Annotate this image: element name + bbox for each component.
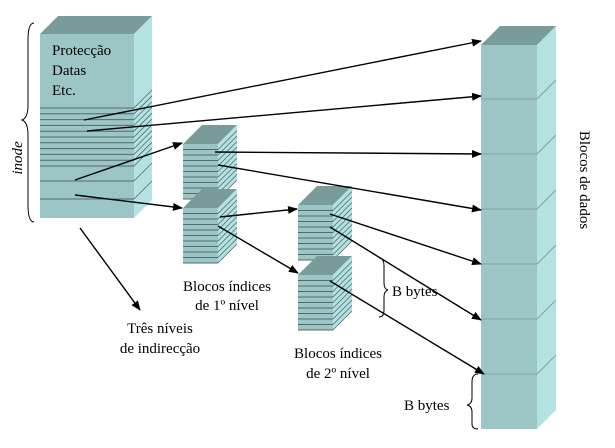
entry-side-line <box>217 238 238 258</box>
data-block-side-separator <box>536 244 557 265</box>
three-levels-label-2: de indirecção <box>120 341 200 357</box>
arrow-ib1b-to-ib2b <box>217 225 299 274</box>
entry-side-line <box>217 163 238 183</box>
entry-side-line <box>217 216 238 236</box>
entry-side-line <box>332 191 353 211</box>
entry-side-line <box>332 266 353 287</box>
inode-block <box>40 16 153 218</box>
entry-side-line <box>332 294 353 314</box>
inode-pointer-side-line <box>133 162 153 182</box>
b-bytes-brace-data <box>466 373 479 430</box>
first-level-label-1: Blocos índices <box>183 279 271 295</box>
b-bytes-data-label: B bytes <box>404 398 450 414</box>
inode-field-protection: Protecção <box>52 43 111 59</box>
inode-label: inode <box>10 141 26 175</box>
entry-side-line <box>332 305 353 325</box>
arrow-inode-to-ib1a <box>74 142 183 181</box>
inode-entry-side-line <box>133 89 153 109</box>
index-block-1a <box>183 125 238 200</box>
entry-side-line <box>217 152 238 172</box>
inode-entry-side-line <box>133 112 153 132</box>
data-block-side-separator <box>536 354 557 375</box>
inode-entry-side-line <box>133 136 153 155</box>
second-level-label-1: Blocos índices <box>294 346 382 362</box>
entry-side-line <box>217 227 238 247</box>
index-block-2a <box>298 186 353 261</box>
entry-side-line <box>217 157 238 178</box>
data-blocks-column <box>481 26 557 429</box>
index-block-1b <box>183 189 238 264</box>
entry-side-line <box>332 229 353 250</box>
block-top <box>183 125 237 144</box>
inode-entry-side-line <box>133 130 153 149</box>
inode-brace <box>20 22 35 223</box>
entry-side-line <box>332 196 353 217</box>
inode-entry-side-line <box>133 101 153 120</box>
data-block-side-separator <box>536 299 557 320</box>
arrow-ib1a-data-2 <box>217 164 482 213</box>
entry-side-line <box>217 141 238 161</box>
entry-side-line <box>332 277 353 298</box>
block-top <box>298 256 352 275</box>
inode-field-etc: Etc. <box>52 83 76 99</box>
arrow-ib1b-to-ib2a <box>219 205 298 218</box>
entry-side-line <box>217 232 238 253</box>
entry-side-line <box>332 261 353 281</box>
entry-side-line <box>332 310 353 331</box>
second-level-label-2: de 2º nível <box>306 366 370 382</box>
arrow-ib1a-data-1 <box>214 149 482 158</box>
entry-side-line <box>217 199 238 220</box>
data-block-side-separator <box>536 189 557 210</box>
arrow-direct-1 <box>83 38 482 121</box>
arrow-ib2a-data-1 <box>329 213 482 265</box>
inode-field-dates: Datas <box>52 63 86 79</box>
entry-side-line <box>332 213 353 233</box>
inode-pointer-side-line <box>133 180 153 200</box>
arrow-ib2b-data <box>329 280 485 375</box>
b-bytes-brace-index <box>378 257 389 318</box>
inode-entry-side-line <box>133 107 153 126</box>
arrow-inode-triple <box>79 227 141 311</box>
inode-entry-side-line <box>133 124 153 144</box>
entry-side-line <box>332 218 353 239</box>
entry-side-line <box>217 243 238 264</box>
entry-side-line <box>217 205 238 225</box>
entry-side-line <box>217 146 238 167</box>
entry-side-line <box>332 283 353 303</box>
entry-side-line <box>332 299 353 320</box>
entry-side-line <box>217 168 238 189</box>
arrow-ib2a-data-2 <box>329 226 482 321</box>
inode-entry-side-line <box>133 118 153 138</box>
entry-side-line <box>217 130 238 150</box>
entry-side-line <box>217 194 238 214</box>
data-block-side-separator <box>536 134 557 155</box>
block-top <box>298 186 352 205</box>
entry-side-line <box>332 272 353 292</box>
index-block-2b <box>298 256 353 331</box>
data-blocks-label: Blocos de dados <box>576 131 592 229</box>
first-level-label-2: de 1º nível <box>195 298 259 314</box>
block-top <box>183 189 237 208</box>
b-bytes-index-label: B bytes <box>392 284 438 300</box>
data-block-side-separator <box>536 79 557 100</box>
entry-side-line <box>217 210 238 231</box>
three-levels-label-1: Três níveis <box>127 321 193 337</box>
arrow-inode-to-ib1b <box>74 194 183 211</box>
inode-entry-side-line <box>133 141 153 161</box>
arrow-direct-2 <box>86 92 482 132</box>
inode-entry-side-line <box>133 95 153 115</box>
entry-side-line <box>332 202 353 222</box>
